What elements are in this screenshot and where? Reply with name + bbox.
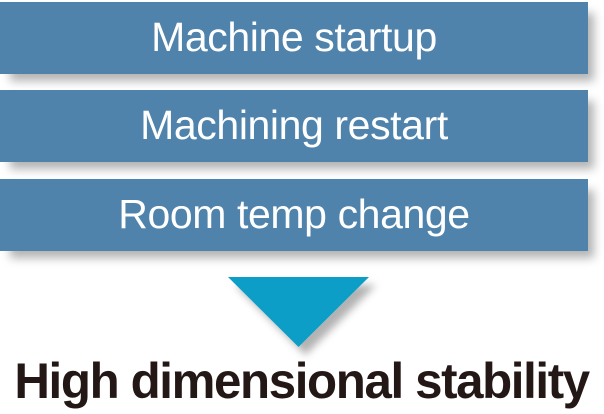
condition-bar-label: Machining restart bbox=[140, 101, 448, 148]
condition-bar-label: Room temp change bbox=[118, 190, 470, 237]
outcome-statement: High dimensional stability bbox=[0, 348, 604, 414]
triangle-down-icon bbox=[228, 277, 369, 347]
condition-bar-label: Machine startup bbox=[151, 13, 437, 60]
condition-bar-machine-startup: Machine startup bbox=[0, 2, 588, 74]
condition-bar-room-temp-change: Room temp change bbox=[0, 179, 588, 251]
condition-bar-machining-restart: Machining restart bbox=[0, 90, 588, 162]
outcome-label: High dimensional stability bbox=[14, 353, 591, 409]
